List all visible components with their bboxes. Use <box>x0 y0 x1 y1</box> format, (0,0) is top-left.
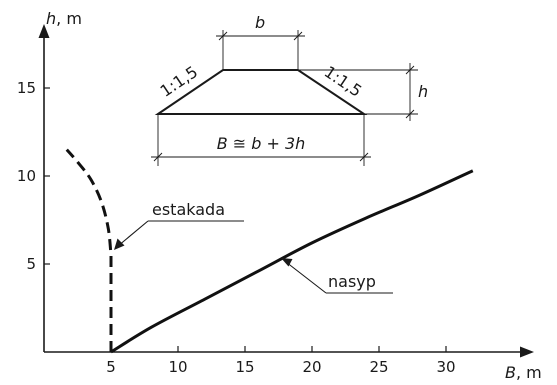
annotation-nasyp-label: nasyp <box>328 272 376 291</box>
slope-left-label: 1:1,5 <box>157 62 202 101</box>
y-axis-arrow <box>38 24 50 38</box>
ticks: 5 10 15 20 25 30 5 10 15 <box>17 79 456 376</box>
y-tick-label: 15 <box>17 79 36 97</box>
x-tick-label: 25 <box>369 358 388 376</box>
base-dimension-tick <box>153 152 163 162</box>
base-formula-label: B ≅ b + 3h <box>217 134 306 153</box>
x-axis-label: B, m <box>505 363 542 382</box>
series <box>65 148 474 354</box>
y-tick-label: 10 <box>17 167 36 185</box>
annotation-estakada-label: estakada <box>152 200 225 219</box>
x-tick-label: 15 <box>235 358 254 376</box>
height-dimension-tick <box>405 65 415 75</box>
top-dimension-tick <box>293 31 303 41</box>
annotation-nasyp-arrow <box>281 258 293 267</box>
top-dimension-tick <box>218 31 228 41</box>
height-label: h <box>418 82 428 101</box>
x-tick-label: 5 <box>106 358 116 376</box>
x-tick-label: 20 <box>302 358 321 376</box>
annotation-estakada-arrow <box>114 238 125 250</box>
slope-right-label: 1:1,5 <box>321 62 366 101</box>
annotation-estakada-leader <box>117 220 149 247</box>
series-line-estakada <box>65 148 113 352</box>
x-axis-arrow <box>520 346 534 358</box>
base-dimension-tick <box>359 152 369 162</box>
series-line-nasyp <box>110 169 474 354</box>
height-dimension-tick <box>405 109 415 119</box>
y-tick-label: 5 <box>26 255 36 273</box>
axes <box>38 24 534 358</box>
top-width-label: b <box>255 13 265 32</box>
x-tick-label: 30 <box>436 358 455 376</box>
y-axis-label: h, m <box>46 9 82 28</box>
annotation-nasyp-leader <box>285 261 327 294</box>
inset-cross-section: b h B ≅ b + 3h 1:1,5 1:1,5 <box>151 13 428 166</box>
annotations: estakada nasyp <box>114 200 393 294</box>
x-tick-label: 10 <box>168 358 187 376</box>
